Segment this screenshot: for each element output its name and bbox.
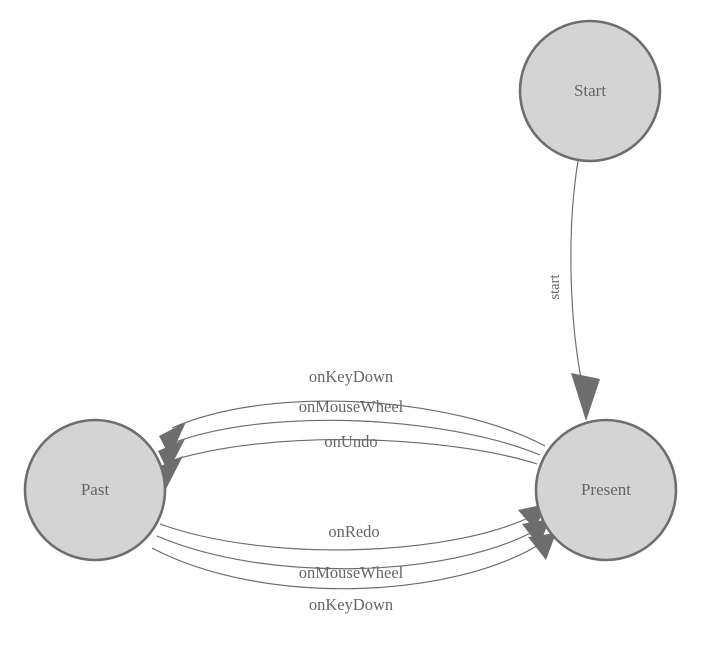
node-present[interactable]: Present: [534, 418, 678, 562]
node-past[interactable]: Past: [23, 418, 167, 562]
edge-path-present-past-wheel: [169, 419, 541, 456]
edge-path-past-present-keydown: [151, 542, 543, 590]
node-start-circle: [518, 19, 662, 163]
node-start-label: Start: [574, 81, 606, 100]
edge-label-past-present-keydown: onKeyDown: [309, 595, 393, 614]
arrowhead-start-present: [571, 373, 600, 421]
arrowhead-present-past-wheel: [158, 439, 185, 472]
node-start[interactable]: Start: [518, 19, 662, 163]
edge-path-present-past-keydown: [171, 400, 546, 447]
edge-label-start: start: [547, 275, 563, 300]
arrowhead-past-present-keydown: [528, 533, 556, 560]
edge-path-present-past-undo: [166, 439, 538, 465]
node-present-circle: [534, 418, 678, 562]
edge-label-past-present-wheel: onMouseWheel: [299, 563, 404, 582]
edge-path-start-present: [570, 160, 585, 394]
edge-label-present-past-wheel: onMouseWheel: [299, 397, 404, 416]
node-present-label: Present: [581, 480, 631, 499]
edge-past-to-present-onredo[interactable]: onRedo: [159, 504, 546, 551]
edge-path-past-present-redo: [159, 515, 533, 551]
node-past-label: Past: [81, 480, 110, 499]
edge-label-present-past-undo: onUndo: [324, 432, 377, 451]
edge-start-to-present[interactable]: start: [547, 160, 600, 421]
edge-label-present-past-keydown: onKeyDown: [309, 367, 393, 386]
edge-present-to-past-onundo[interactable]: onUndo: [156, 432, 538, 489]
node-past-circle: [23, 418, 167, 562]
edge-past-to-present-onmousewheel[interactable]: onMouseWheel: [156, 519, 550, 582]
edge-path-past-present-wheel: [156, 529, 537, 570]
arrowhead-past-present-wheel: [522, 519, 550, 546]
edge-past-to-present-onkeydown[interactable]: onKeyDown: [151, 533, 556, 614]
edge-present-to-past-onmousewheel[interactable]: onMouseWheel: [158, 397, 541, 472]
edge-label-past-present-redo: onRedo: [328, 522, 379, 541]
